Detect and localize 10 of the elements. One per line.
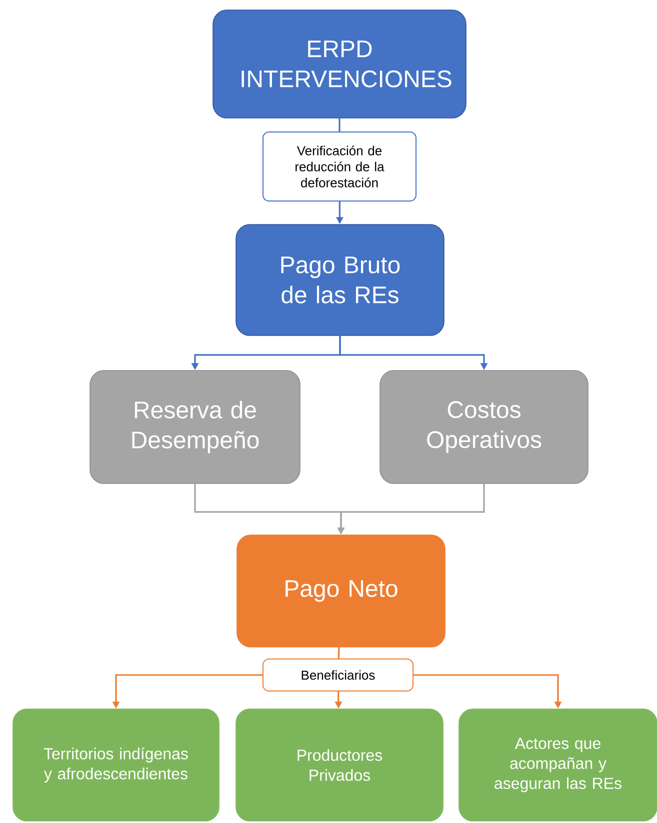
beneficiary-box: Actores que acompañan y aseguran las REs <box>458 708 657 822</box>
process-box: Costos Operativos <box>380 370 588 484</box>
beneficiary-box: Territorios indígenas y afrodescendientes <box>12 708 220 822</box>
label-box: Verificación de reducción de la deforestación <box>262 132 416 202</box>
result-box: Pago Neto <box>236 534 446 648</box>
beneficiary-box: Productores Privados <box>236 708 444 822</box>
title-box: ERPD INTERVENCIONES <box>212 10 466 118</box>
title-box: Pago Bruto de las REs <box>236 224 444 336</box>
process-box: Reserva de Desempeño <box>90 370 300 484</box>
label-box: Beneficiarios <box>262 658 414 692</box>
